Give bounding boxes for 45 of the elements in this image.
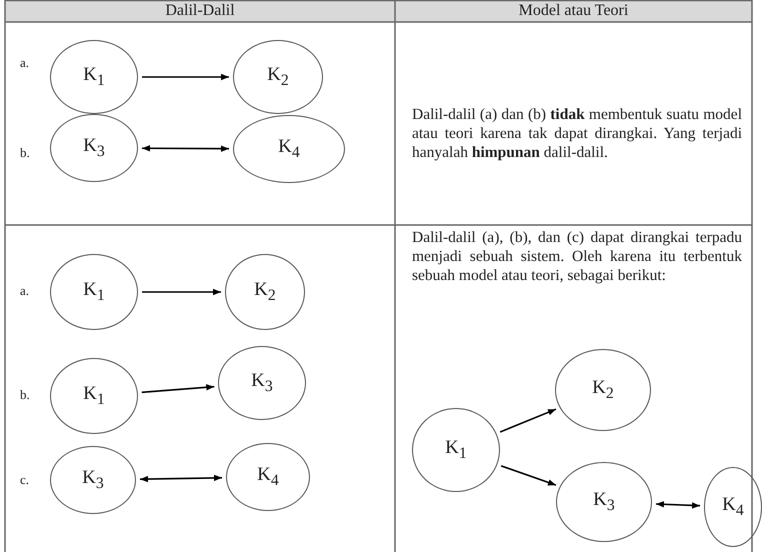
concept-label: K$_{2}$ <box>267 65 289 89</box>
concept-label: K$_{1}$ <box>83 65 105 89</box>
concept-ellipse <box>555 349 651 431</box>
concept-label: K$_{3}$ <box>251 371 273 395</box>
concept-label: K$_{1}$ <box>83 280 105 304</box>
concept-ellipse <box>704 467 762 547</box>
concept-ellipse <box>556 462 652 542</box>
concept-ellipse <box>50 358 138 434</box>
arrow <box>500 465 556 486</box>
concept-label: K$_{3}$ <box>83 136 105 160</box>
item-letter: a. <box>20 283 30 299</box>
concept-ellipse <box>412 408 500 492</box>
description-text: Dalil-dalil (a) dan (b) tidak membentuk suatu model atau teori karena tak dapat dirangkai. Yang terjadi hanyalah himpunan dalil-dalil. <box>412 105 742 162</box>
concept-label: K$_{4}$ <box>257 465 279 489</box>
concept-label: K$_{4}$ <box>278 137 300 161</box>
item-letter: b. <box>20 387 30 403</box>
concept-ellipse <box>50 254 138 330</box>
arrow <box>140 474 222 482</box>
column-header: Model atau Teori <box>518 2 630 20</box>
arrow <box>142 145 229 152</box>
arrow <box>656 501 700 509</box>
description-text: Dalil-dalil (a), (b), dan (c) dapat dirangkai terpadu menjadi sebuah sistem. Oleh karena itu terbentuk sebuah model atau teori, sebagai berikut: <box>412 228 742 285</box>
concept-ellipse <box>226 443 310 511</box>
concept-ellipse <box>50 40 138 114</box>
arrow <box>142 288 221 296</box>
column-header: Dalil-Dalil <box>164 2 236 20</box>
concept-label: K$_{2}$ <box>592 378 614 402</box>
arrow <box>142 74 229 80</box>
arrow <box>500 408 556 433</box>
arrow <box>142 384 214 394</box>
concept-label: K$_{1}$ <box>445 438 467 462</box>
concept-ellipse <box>225 254 305 330</box>
concept-ellipse <box>50 114 138 182</box>
concept-ellipse <box>50 446 136 514</box>
concept-label: K$_{3}$ <box>82 468 104 492</box>
concept-label: K$_{1}$ <box>83 384 105 408</box>
item-letter: a. <box>20 55 30 71</box>
concept-label: K$_{3}$ <box>593 490 615 514</box>
concept-ellipse <box>218 346 306 420</box>
item-letter: c. <box>20 472 30 488</box>
concept-label: K$_{2}$ <box>254 280 276 304</box>
item-letter: b. <box>20 145 30 161</box>
concept-ellipse <box>233 40 323 114</box>
concept-label: K$_{4}$ <box>722 495 744 519</box>
concept-ellipse <box>233 115 345 183</box>
